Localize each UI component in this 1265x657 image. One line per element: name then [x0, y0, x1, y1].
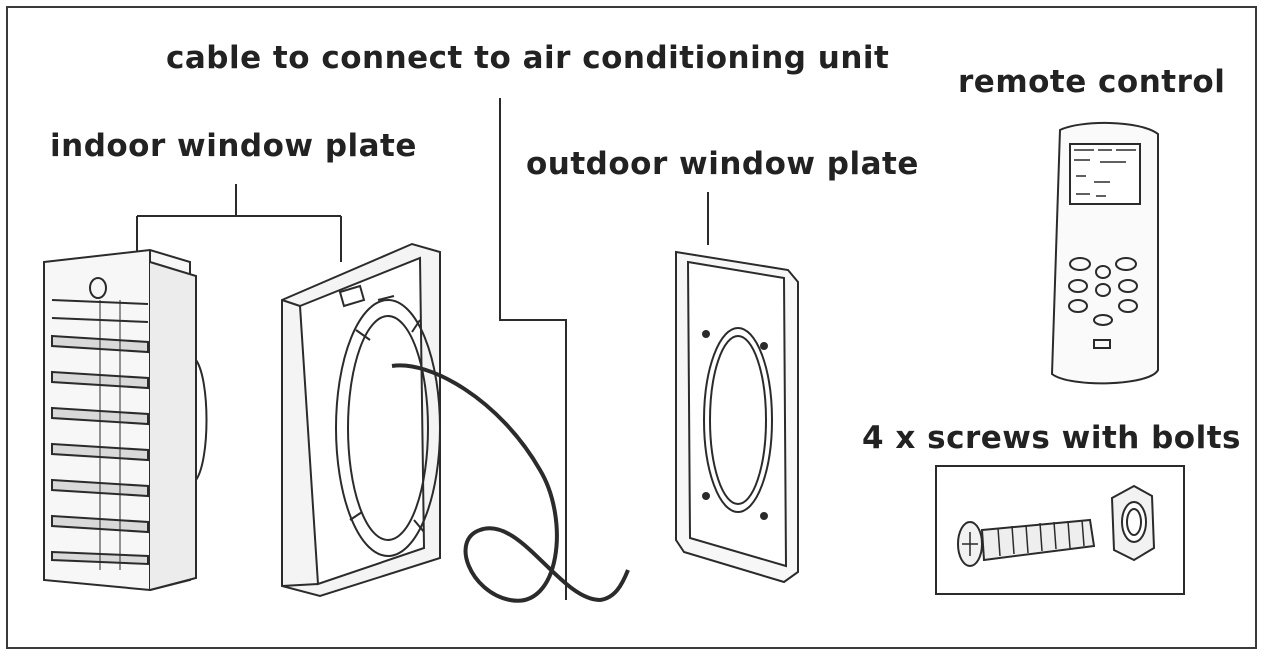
remote-control [1050, 121, 1159, 385]
screws-box [935, 465, 1185, 595]
bolt-nut-icon [1110, 484, 1156, 562]
screw-icon [957, 518, 1096, 567]
label-indoor-window-plate: indoor window plate [50, 128, 417, 164]
leader-lines [136, 98, 709, 600]
label-remote-control: remote control [958, 64, 1226, 100]
indoor-grille-plate [43, 248, 208, 592]
indoor-plate-back [281, 242, 441, 598]
outdoor-window-plate [675, 250, 799, 584]
label-cable: cable to connect to air conditioning uni… [166, 40, 890, 76]
label-outdoor-window-plate: outdoor window plate [526, 146, 919, 182]
remote-buttons [1068, 257, 1138, 349]
label-screws-with-bolts: 4 x screws with bolts [862, 420, 1242, 456]
cable [391, 363, 630, 603]
